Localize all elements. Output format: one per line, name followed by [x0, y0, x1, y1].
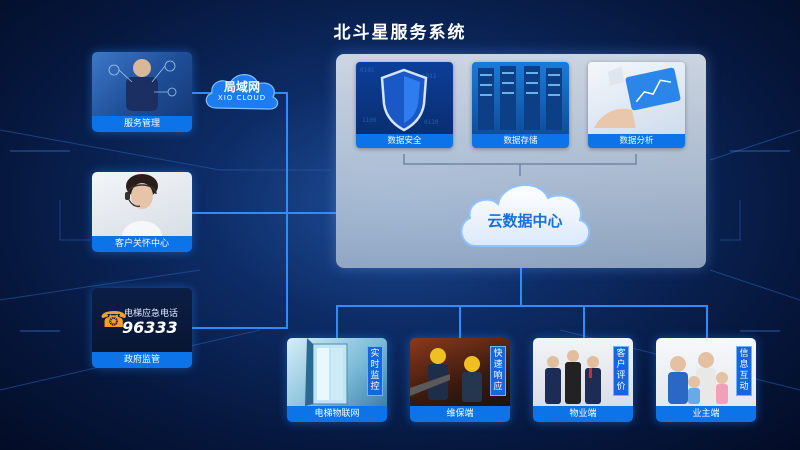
- svg-text:0101: 0101: [360, 67, 375, 74]
- connector-drop-3: [583, 305, 585, 338]
- connector-drop-1: [336, 305, 338, 338]
- card-owner[interactable]: 信息互动 业主端: [656, 338, 756, 422]
- hotline-number: 96333: [122, 318, 178, 337]
- maintenance-image: 快速响应: [410, 338, 510, 406]
- central-cloud: 云数据中心: [456, 172, 594, 252]
- data-storage-image: [472, 62, 569, 134]
- data-security-image: 0101 1011 1100 0110: [356, 62, 453, 134]
- connector-middle: [192, 212, 336, 214]
- connector-trunk: [286, 92, 288, 328]
- elevator-iot-image: 实时监控: [287, 338, 387, 406]
- card-service-management[interactable]: 服务管理: [92, 52, 192, 132]
- connector-center-drop: [520, 268, 522, 306]
- data-storage-label: 数据存储: [472, 134, 569, 148]
- card-customer-care[interactable]: 客户关怀中心: [92, 172, 192, 252]
- card-government-supervision[interactable]: ☎ 电梯应急电话 96333 政府监管: [92, 288, 192, 368]
- service-management-image: [92, 52, 192, 116]
- elevator-iot-label: 电梯物联网: [287, 406, 387, 422]
- connector-drop-2: [459, 305, 461, 338]
- service-management-label: 服务管理: [92, 116, 192, 132]
- maintenance-label: 维保端: [410, 406, 510, 422]
- hotline-title: 电梯应急电话: [124, 309, 179, 319]
- phone-icon: ☎: [100, 308, 128, 333]
- tiles-bracket: [403, 154, 637, 176]
- customer-care-label: 客户关怀中心: [92, 236, 192, 252]
- svg-text:1100: 1100: [362, 117, 377, 124]
- badge-information-interaction: 信息互动: [736, 346, 752, 396]
- owner-image: 信息互动: [656, 338, 756, 406]
- connector-drop-4: [706, 305, 708, 338]
- lan-cloud-label: 局域网: [223, 80, 260, 94]
- badge-realtime-monitoring: 实时监控: [367, 346, 383, 396]
- card-maintenance[interactable]: 快速响应 维保端: [410, 338, 510, 422]
- property-image: 客户评价: [533, 338, 633, 406]
- cloud-icon: [460, 184, 590, 247]
- tile-data-storage[interactable]: 数据存储: [472, 62, 569, 148]
- card-elevator-iot[interactable]: 实时监控 电梯物联网: [287, 338, 387, 422]
- cloud-data-center-label: 云数据中心: [487, 212, 563, 230]
- page-title: 北斗星服务系统: [333, 23, 467, 43]
- connector-bus: [336, 305, 708, 307]
- cloud-data-center-panel: 0101 1011 1100 0110 数据安全 数据存储: [336, 54, 706, 268]
- government-supervision-label: 政府监管: [92, 352, 192, 368]
- owner-label: 业主端: [656, 406, 756, 422]
- hotline-panel: ☎ 电梯应急电话 96333: [92, 288, 192, 352]
- property-label: 物业端: [533, 406, 633, 422]
- badge-customer-evaluation: 客户评价: [613, 346, 629, 396]
- svg-text:1011: 1011: [422, 73, 437, 80]
- lan-cloud: 局域网 XIO CLOUD: [202, 66, 282, 114]
- badge-fast-response: 快速响应: [490, 346, 506, 396]
- lan-cloud-sub: XIO CLOUD: [217, 94, 267, 102]
- data-security-label: 数据安全: [356, 134, 453, 148]
- tile-data-security[interactable]: 0101 1011 1100 0110 数据安全: [356, 62, 453, 148]
- tile-data-analysis[interactable]: 数据分析: [588, 62, 685, 148]
- cloud-icon: [205, 74, 279, 110]
- customer-care-image: [92, 172, 192, 236]
- data-analysis-label: 数据分析: [588, 134, 685, 148]
- connector-bottom: [192, 327, 288, 329]
- card-property[interactable]: 客户评价 物业端: [533, 338, 633, 422]
- svg-text:0110: 0110: [424, 119, 439, 126]
- data-analysis-image: [588, 62, 685, 134]
